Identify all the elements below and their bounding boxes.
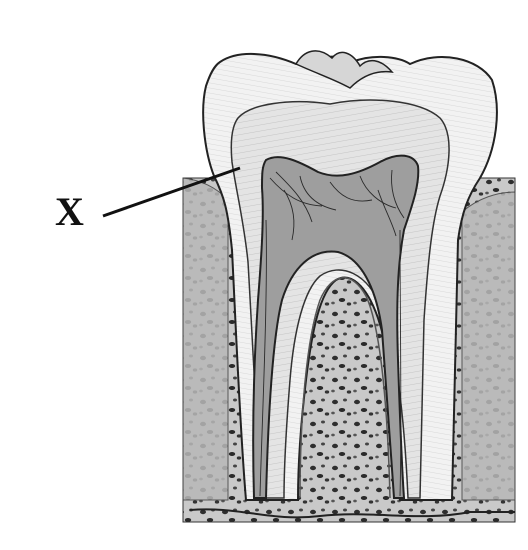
crown-cusp xyxy=(294,50,394,89)
label-x: X xyxy=(55,189,84,234)
label-leader-line xyxy=(102,166,241,218)
gum-right xyxy=(461,191,516,501)
pulp-nerves xyxy=(259,169,405,497)
root-inner-curve xyxy=(299,277,391,499)
gum-left xyxy=(182,177,229,501)
tooth-pulp xyxy=(252,154,420,499)
root-base xyxy=(189,508,515,519)
